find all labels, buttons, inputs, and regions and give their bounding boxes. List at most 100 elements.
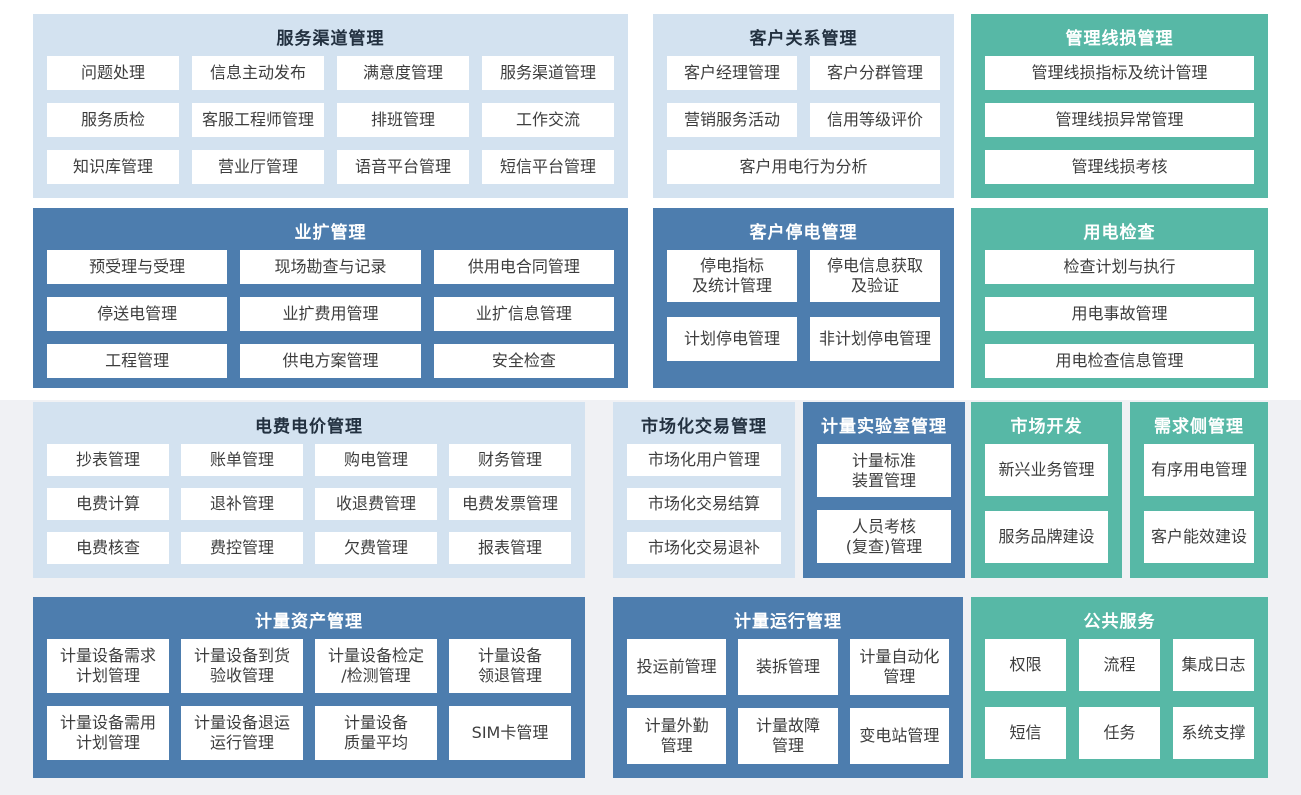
- module-item[interactable]: 新兴业务管理: [985, 444, 1108, 496]
- module-item[interactable]: 电费核查: [47, 532, 169, 564]
- module-item[interactable]: 费控管理: [181, 532, 303, 564]
- module-item[interactable]: 投运前管理: [627, 639, 727, 695]
- module-item[interactable]: 权限: [985, 639, 1066, 691]
- module-item[interactable]: 计划停电管理: [667, 317, 797, 361]
- module-item[interactable]: 营业厅管理: [192, 150, 324, 184]
- module-item[interactable]: 计量设备退运 运行管理: [181, 706, 303, 760]
- block-service-channel: 服务渠道管理 问题处理信息主动发布满意度管理服务渠道管理服务质检客服工程师管理排…: [33, 14, 628, 198]
- module-item[interactable]: 有序用电管理: [1144, 444, 1254, 496]
- module-item[interactable]: 报表管理: [449, 532, 571, 564]
- module-item[interactable]: 语音平台管理: [337, 150, 469, 184]
- module-item[interactable]: 变电站管理: [849, 708, 949, 764]
- module-item[interactable]: 安全检查: [433, 344, 614, 378]
- block-customer-outage: 客户停电管理 停电指标 及统计管理停电信息获取 及验证计划停电管理非计划停电管理: [653, 208, 954, 388]
- block-title: 市场化交易管理: [641, 416, 767, 437]
- block-title: 需求侧管理: [1154, 416, 1244, 437]
- module-item[interactable]: 管理线损指标及统计管理: [985, 56, 1254, 90]
- module-item[interactable]: 欠费管理: [315, 532, 437, 564]
- block-items: 管理线损指标及统计管理管理线损异常管理管理线损考核: [985, 56, 1254, 186]
- module-item[interactable]: 计量设备检定 /检测管理: [315, 639, 437, 693]
- module-item[interactable]: 电费计算: [47, 488, 169, 520]
- module-item[interactable]: 财务管理: [449, 444, 571, 476]
- module-item[interactable]: 市场化交易退补: [627, 532, 781, 564]
- module-item[interactable]: 用电检查信息管理: [985, 344, 1254, 378]
- module-item[interactable]: 供电方案管理: [240, 344, 421, 378]
- module-item[interactable]: 客户经理管理: [667, 56, 797, 90]
- block-items: 新兴业务管理服务品牌建设: [985, 444, 1108, 566]
- module-item[interactable]: 服务品牌建设: [985, 511, 1108, 563]
- module-item[interactable]: 供用电合同管理: [433, 250, 614, 284]
- module-item[interactable]: 市场化交易结算: [627, 488, 781, 520]
- module-item[interactable]: 集成日志: [1173, 639, 1254, 691]
- module-item[interactable]: 收退费管理: [315, 488, 437, 520]
- module-item[interactable]: 停电指标 及统计管理: [667, 250, 797, 302]
- block-market-development: 市场开发 新兴业务管理服务品牌建设: [971, 402, 1122, 578]
- module-item[interactable]: 装拆管理: [738, 639, 838, 695]
- block-title: 管理线损管理: [1065, 28, 1174, 49]
- module-item[interactable]: 非计划停电管理: [810, 317, 940, 361]
- module-item[interactable]: 人员考核 (复查)管理: [817, 510, 951, 563]
- module-item[interactable]: 账单管理: [181, 444, 303, 476]
- module-item[interactable]: 系统支撑: [1173, 707, 1254, 759]
- module-item[interactable]: 停电信息获取 及验证: [810, 250, 940, 302]
- module-item[interactable]: 用电事故管理: [985, 297, 1254, 331]
- block-items: 抄表管理账单管理购电管理财务管理电费计算退补管理收退费管理电费发票管理电费核查费…: [47, 444, 571, 566]
- module-item[interactable]: 客户分群管理: [810, 56, 940, 90]
- module-item[interactable]: 停送电管理: [47, 297, 228, 331]
- module-item[interactable]: 检查计划与执行: [985, 250, 1254, 284]
- module-item[interactable]: 计量设备到货 验收管理: [181, 639, 303, 693]
- module-item[interactable]: 营销服务活动: [667, 103, 797, 137]
- module-item[interactable]: 计量故障 管理: [738, 708, 838, 764]
- block-title: 公共服务: [1083, 611, 1156, 632]
- module-item[interactable]: 预受理与受理: [47, 250, 228, 284]
- block-title: 客户停电管理: [749, 222, 858, 243]
- module-item[interactable]: SIM卡管理: [449, 706, 571, 760]
- module-item[interactable]: 信用等级评价: [810, 103, 940, 137]
- block-metering-lab: 计量实验室管理 计量标准 装置管理人员考核 (复查)管理: [803, 402, 965, 578]
- module-item[interactable]: 客户能效建设: [1144, 511, 1254, 563]
- module-item[interactable]: 现场勘查与记录: [240, 250, 421, 284]
- block-demand-side: 需求侧管理 有序用电管理客户能效建设: [1130, 402, 1268, 578]
- module-item[interactable]: 计量标准 装置管理: [817, 444, 951, 497]
- module-item[interactable]: 业扩信息管理: [433, 297, 614, 331]
- module-item[interactable]: 抄表管理: [47, 444, 169, 476]
- block-business-expansion: 业扩管理 预受理与受理现场勘查与记录供用电合同管理停送电管理业扩费用管理业扩信息…: [33, 208, 628, 388]
- module-item[interactable]: 管理线损异常管理: [985, 103, 1254, 137]
- module-item[interactable]: 信息主动发布: [192, 56, 324, 90]
- block-title: 业扩管理: [294, 222, 367, 243]
- module-item[interactable]: 业扩费用管理: [240, 297, 421, 331]
- module-item[interactable]: 管理线损考核: [985, 150, 1254, 184]
- block-items: 问题处理信息主动发布满意度管理服务渠道管理服务质检客服工程师管理排班管理工作交流…: [47, 56, 614, 186]
- module-item[interactable]: 计量设备需求 计划管理: [47, 639, 169, 693]
- block-items: 有序用电管理客户能效建设: [1144, 444, 1254, 566]
- module-item[interactable]: 购电管理: [315, 444, 437, 476]
- module-item[interactable]: 计量设备 领退管理: [449, 639, 571, 693]
- module-item[interactable]: 服务质检: [47, 103, 179, 137]
- module-item[interactable]: 计量设备需用 计划管理: [47, 706, 169, 760]
- module-item[interactable]: 问题处理: [47, 56, 179, 90]
- module-item[interactable]: 短信平台管理: [482, 150, 614, 184]
- module-item[interactable]: 知识库管理: [47, 150, 179, 184]
- module-item[interactable]: 流程: [1079, 639, 1160, 691]
- module-item[interactable]: 任务: [1079, 707, 1160, 759]
- module-item[interactable]: 客服工程师管理: [192, 103, 324, 137]
- module-item[interactable]: 短信: [985, 707, 1066, 759]
- block-items: 预受理与受理现场勘查与记录供用电合同管理停送电管理业扩费用管理业扩信息管理工程管…: [47, 250, 614, 378]
- module-item[interactable]: 市场化用户管理: [627, 444, 781, 476]
- module-item[interactable]: 工程管理: [47, 344, 228, 378]
- module-item[interactable]: 工作交流: [482, 103, 614, 137]
- module-item[interactable]: 排班管理: [337, 103, 469, 137]
- module-item[interactable]: 服务渠道管理: [482, 56, 614, 90]
- block-metering-operation: 计量运行管理 投运前管理装拆管理计量自动化 管理计量外勤 管理计量故障 管理变电…: [613, 597, 963, 778]
- module-item[interactable]: 客户用电行为分析: [667, 150, 940, 184]
- block-billing-price: 电费电价管理 抄表管理账单管理购电管理财务管理电费计算退补管理收退费管理电费发票…: [33, 402, 585, 578]
- block-public-service: 公共服务 权限流程集成日志短信任务系统支撑: [971, 597, 1268, 778]
- module-item[interactable]: 电费发票管理: [449, 488, 571, 520]
- block-title: 计量运行管理: [734, 611, 842, 632]
- module-item[interactable]: 退补管理: [181, 488, 303, 520]
- module-item[interactable]: 计量自动化 管理: [849, 639, 949, 695]
- module-item[interactable]: 满意度管理: [337, 56, 469, 90]
- module-item[interactable]: 计量设备 质量平均: [315, 706, 437, 760]
- module-item[interactable]: 计量外勤 管理: [627, 708, 727, 764]
